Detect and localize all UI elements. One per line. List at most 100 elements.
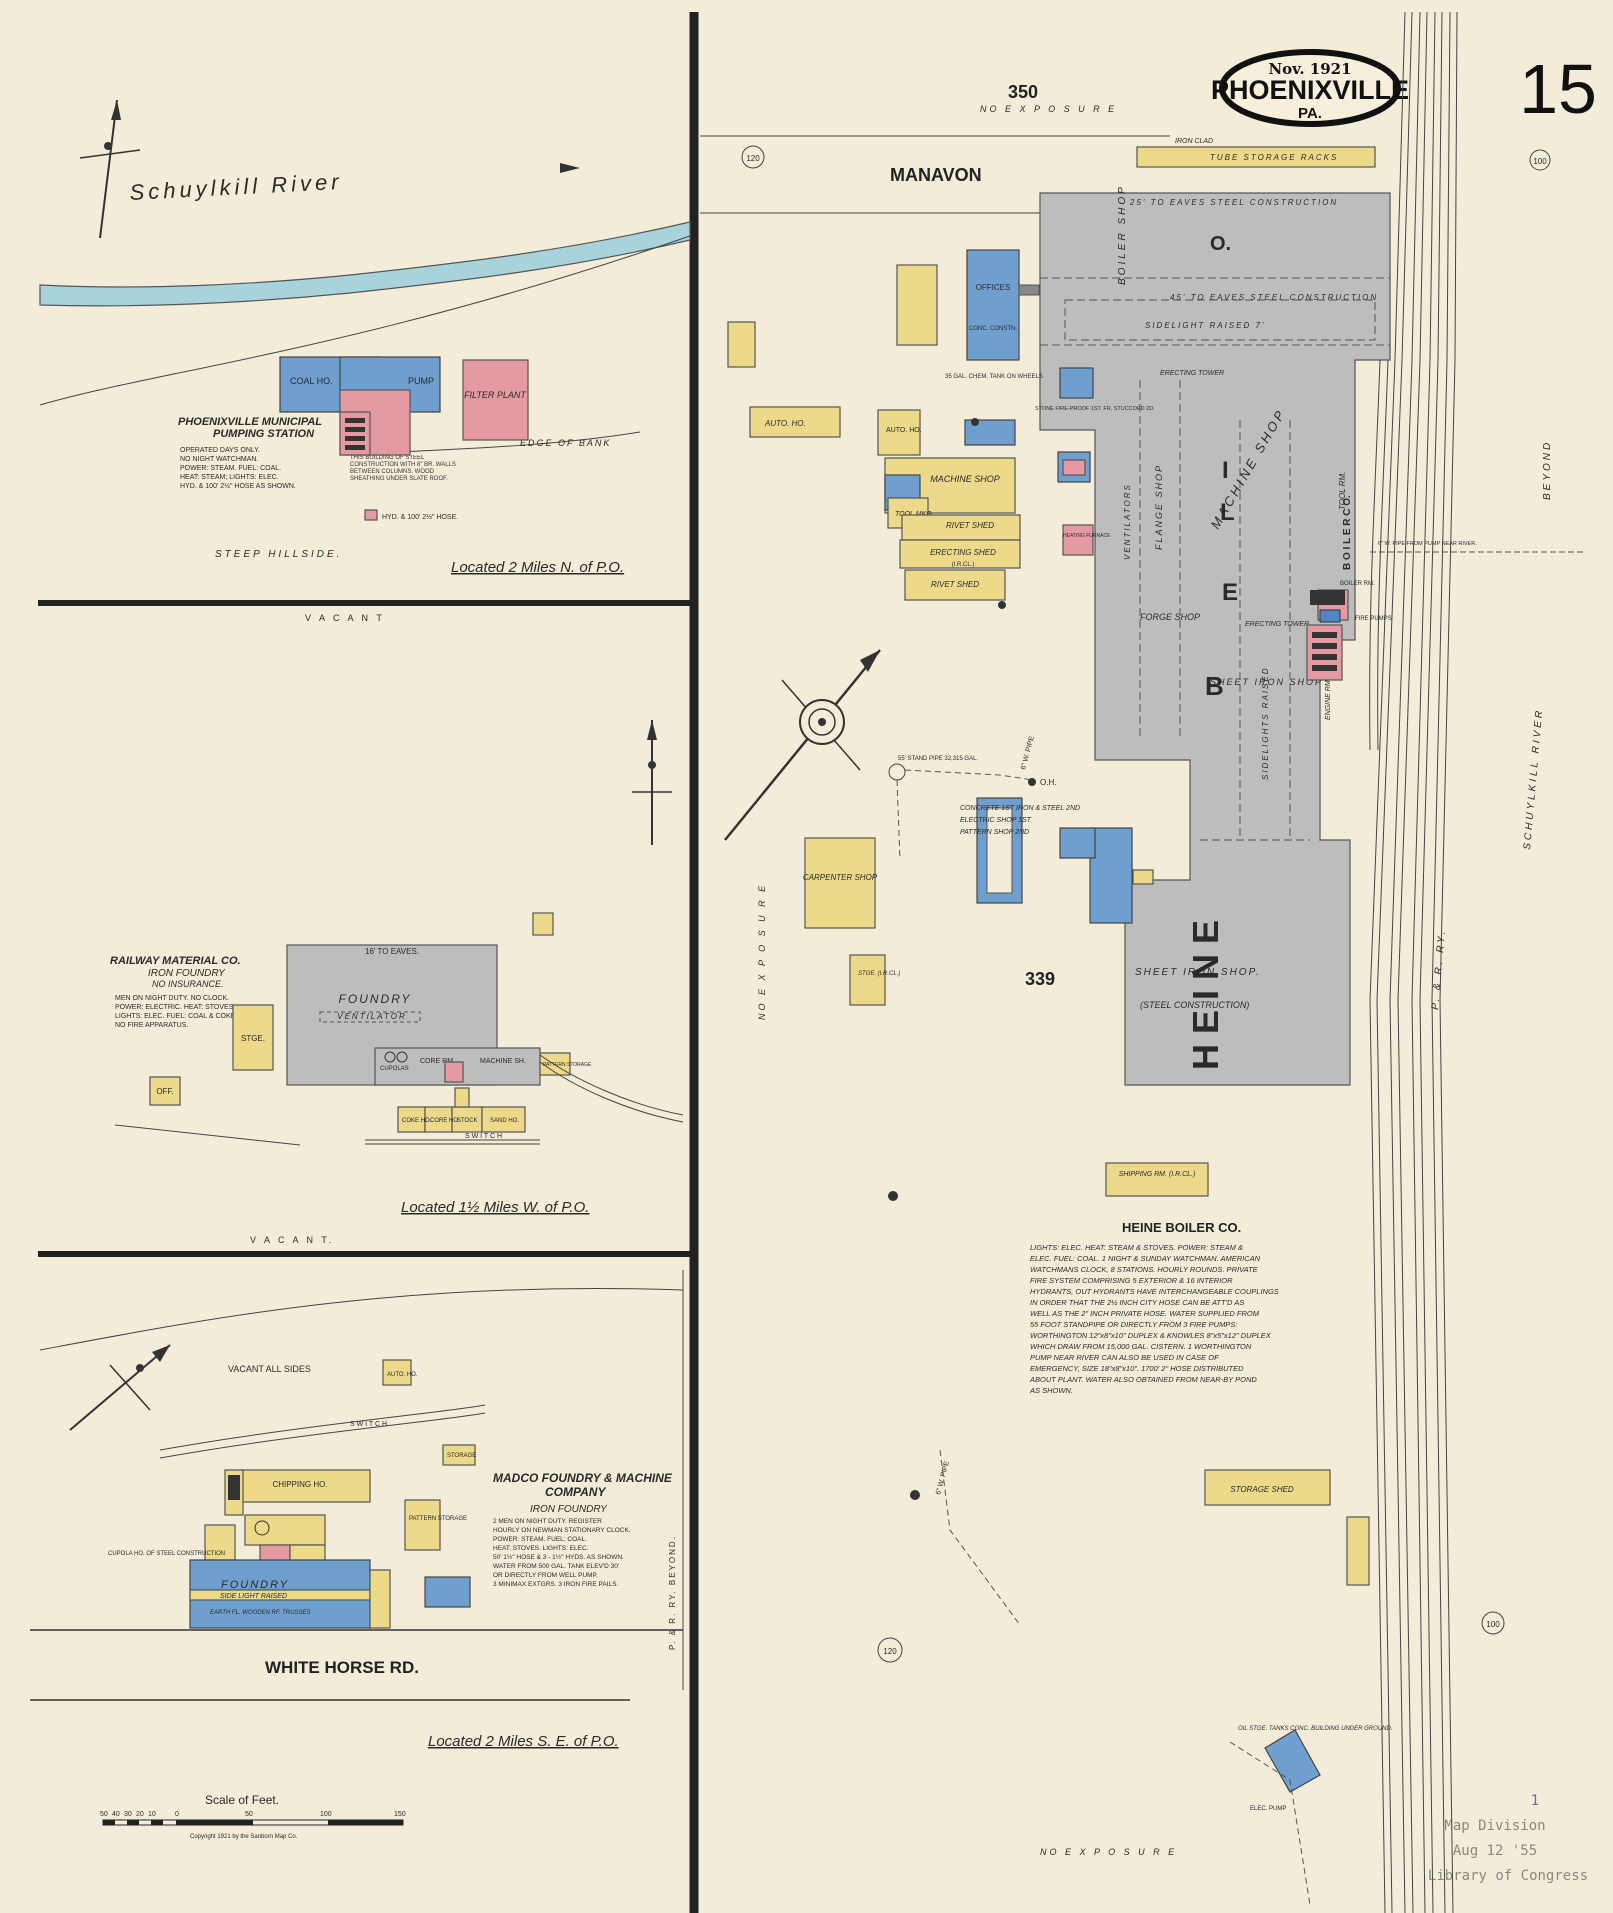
panel-main: 350 NO E X P O S U R E 120 MANAVON IRON … bbox=[700, 11, 1583, 1913]
stamp-number: 1 bbox=[1531, 1793, 1539, 1809]
office-building bbox=[149, 1076, 181, 1106]
scale-tick-50a: 50 bbox=[100, 1811, 108, 1818]
storage-building-main bbox=[849, 954, 886, 1006]
core-ho-label: CORE HO. bbox=[430, 1118, 460, 1124]
sheet-iron-shop-2-label: SHEET IRON SHOP. bbox=[1135, 967, 1261, 978]
scale-tick-50b: 50 bbox=[245, 1811, 253, 1818]
beyond-label: BEYOND bbox=[1542, 440, 1553, 500]
chipping-house bbox=[234, 1469, 371, 1503]
iron-clad-label: IRON CLAD bbox=[1175, 138, 1213, 145]
vacant-top-label: V A C A N T bbox=[305, 613, 385, 623]
machine-building-south bbox=[424, 1576, 471, 1608]
heine-note-13: ABOUT PLANT. WATER ALSO OBTAINED FROM NE… bbox=[1029, 1375, 1257, 1384]
small-storage-main bbox=[1346, 1516, 1370, 1586]
stge-main-label: STGE. (I.R.CL.) bbox=[858, 971, 900, 977]
copyright-label: Copyright 1921 by the Sanborn Map Co. bbox=[190, 1834, 298, 1840]
standpipe bbox=[888, 763, 906, 781]
sidelights-raised-label: SIDELIGHTS RAISED bbox=[1261, 666, 1270, 780]
auto-ho-main-2-label: AUTO. HO. bbox=[886, 427, 922, 434]
coke-house bbox=[397, 1106, 426, 1133]
offices-building bbox=[966, 249, 1020, 361]
sheet-number: 15 bbox=[1519, 50, 1597, 128]
pattern-storage-south-label: PATTERN STORAGE bbox=[409, 1516, 467, 1522]
railway-note-2: POWER: ELECTRIC. HEAT: STOVES. bbox=[115, 1004, 235, 1011]
madco-subtitle: IRON FOUNDRY bbox=[530, 1504, 608, 1515]
pumping-station-title-2: PUMPING STATION bbox=[213, 428, 315, 440]
edge-of-bank-line bbox=[399, 431, 641, 453]
scale-tick-40: 40 bbox=[112, 1811, 120, 1818]
hydrant-dot bbox=[888, 1191, 898, 1201]
scale-tick-30: 30 bbox=[124, 1811, 132, 1818]
tube-storage-racks bbox=[1136, 146, 1376, 168]
railway-note-3: LIGHTS: ELEC. FUEL: COAL & COKE. bbox=[115, 1013, 237, 1020]
stge-label: STGE. bbox=[241, 1034, 265, 1043]
filter-plant bbox=[462, 359, 529, 441]
title-cartouche: Nov. 1921 PHOENIXVILLE PA. bbox=[1211, 49, 1409, 127]
company-letter-l: L bbox=[1220, 499, 1235, 526]
heine-note-14: AS SHOWN. bbox=[1029, 1386, 1073, 1395]
railway-material-subtitle: IRON FOUNDRY bbox=[148, 968, 226, 979]
manavon-street-label: MANAVON bbox=[890, 165, 982, 185]
library-stamp: 1 Map Division Aug 12 '55 Library of Con… bbox=[1428, 1793, 1588, 1884]
heating-furnace-label: HEATING FURNACE bbox=[1063, 533, 1111, 539]
auto-house-main-1 bbox=[727, 321, 756, 368]
sand-ho-label: SAND HO. bbox=[490, 1118, 519, 1124]
storage-label: STORAGE bbox=[447, 1453, 476, 1459]
located-southeast-label: Located 2 Miles S. E. of P.O. bbox=[428, 1733, 619, 1750]
station-note-5: HYD. & 100' 2½" HOSE AS SHOWN. bbox=[180, 482, 296, 490]
madco-note-1: 2 MEN ON NIGHT DUTY. REGISTER bbox=[493, 1518, 602, 1525]
heine-note-8: 55 FOOT STANDPIPE OR DIRECTLY FROM 3 FIR… bbox=[1030, 1320, 1237, 1329]
carpenter-shop-label: CARPENTER SHOP bbox=[803, 873, 878, 882]
heine-note-7: WELL AS THE 2" INCH PRIVATE HOSE. WATER … bbox=[1030, 1309, 1260, 1318]
building-note-box: THIS BUILDING OF STEEL CONSTRUCTION WITH… bbox=[350, 455, 456, 482]
pattern-storage-label: PATTERN STORAGE bbox=[543, 1062, 592, 1068]
company-letter-b: B bbox=[1205, 671, 1224, 701]
machine-sh-label: MACHINE SH. bbox=[480, 1058, 526, 1065]
stamp-line-1: Map Division bbox=[1444, 1818, 1545, 1834]
cupola-note: CUPOLA HO. OF STEEL CONSTRUCTION bbox=[108, 1551, 225, 1557]
scale-tick-100: 100 bbox=[320, 1811, 332, 1818]
pump-label: PUMP bbox=[408, 376, 434, 386]
erecting-tower-label-2: ERECTING TOWER bbox=[1245, 621, 1309, 628]
pipe-from-river-label: 6" W. PIPE FROM PUMP NEAR RIVER. bbox=[1378, 541, 1477, 547]
railway-note-1: MEN ON NIGHT DUTY. NO CLOCK. bbox=[115, 995, 229, 1002]
railway-material-title: RAILWAY MATERIAL CO. bbox=[110, 955, 241, 967]
heine-note-1: LIGHTS: ELEC. HEAT: STEAM & STOVES. POWE… bbox=[1030, 1243, 1243, 1252]
small-building bbox=[532, 912, 554, 936]
heine-boiler-shop bbox=[1039, 192, 1391, 1086]
north-arrow-icon bbox=[69, 1344, 171, 1431]
vacant-all-sides-label: VACANT ALL SIDES bbox=[228, 1364, 311, 1374]
engine-rm-label: ENGINE RM. 1E.P. bbox=[1325, 660, 1332, 720]
tool-rm-label: TOOL RM. bbox=[1338, 472, 1347, 510]
madco-note-7: OR DIRECTLY FROM WELL PUMP. bbox=[493, 1572, 598, 1579]
dwelling-building bbox=[896, 264, 938, 346]
rivet-shed-2 bbox=[904, 569, 1006, 601]
map-date: Nov. 1921 bbox=[1268, 60, 1351, 78]
stamp-line-2: Aug 12 '55 bbox=[1453, 1843, 1537, 1859]
ventilators-label: VENTILATORS bbox=[1123, 483, 1132, 560]
switch-label-middle: S W I T C H bbox=[465, 1133, 502, 1140]
madco-title: MADCO FOUNDRY & MACHINE bbox=[493, 1471, 673, 1485]
station-note-4: HEAT: STEAM; LIGHTS: ELEC. bbox=[180, 474, 279, 481]
offices-label: OFFICES bbox=[976, 283, 1011, 292]
panel-middle: V A C A N T V A C A N T. RAILWAY MATERIA… bbox=[110, 613, 684, 1245]
station-note-2: NO NIGHT WATCHMAN. bbox=[180, 456, 258, 463]
located-north-label: Located 2 Miles N. of P.O. bbox=[451, 559, 624, 576]
standpipe-label: 55' STAND PIPE 32,315 GAL. bbox=[898, 756, 978, 762]
hydrant-dot bbox=[1028, 778, 1036, 786]
stock-house bbox=[451, 1106, 483, 1133]
steel-construction-label: (STEEL CONSTRUCTION) bbox=[1140, 1000, 1249, 1010]
steel-constr-2-label: 45' TO EAVES STEEL CONSTRUCTION bbox=[1170, 293, 1378, 302]
pattern-shop-label: PATTERN SHOP 2ND bbox=[960, 829, 1029, 836]
madco-title-2: COMPANY bbox=[545, 1485, 606, 1499]
house-number-120-top: 120 bbox=[746, 154, 760, 163]
auto-house bbox=[382, 1359, 412, 1386]
stock-annex bbox=[454, 1087, 470, 1108]
railway-note-4: NO FIRE APPARATUS. bbox=[115, 1022, 188, 1029]
office-label: OFF. bbox=[156, 1087, 173, 1096]
house-number-100-top: 100 bbox=[1533, 157, 1547, 166]
panel-north: Schuylkill River EDGE OF BANK COAL HO. P… bbox=[39, 99, 691, 576]
shipping-rm-label: SHIPPING RM. (I.R.CL.) bbox=[1119, 1171, 1196, 1178]
forge-shop-label: FORGE SHOP bbox=[1140, 612, 1200, 622]
core-house bbox=[424, 1106, 453, 1133]
